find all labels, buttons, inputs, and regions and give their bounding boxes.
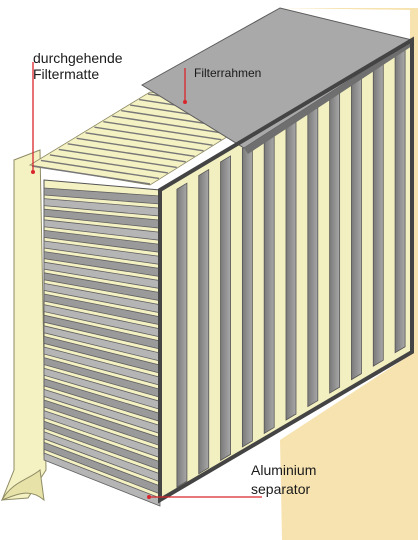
pleat-line — [103, 121, 222, 141]
pleat-line — [76, 137, 195, 157]
pointer-filtermatte-dot — [31, 170, 35, 174]
separator-column — [176, 182, 188, 488]
filter-mat-curl — [0, 469, 45, 502]
separator-column — [329, 87, 341, 394]
frame-border — [158, 36, 414, 504]
pleat-line — [112, 115, 231, 135]
pleat-line — [94, 126, 213, 146]
separator-column — [198, 168, 210, 475]
separator-columns — [176, 46, 406, 488]
pleat-line — [49, 154, 168, 174]
pleat-line — [58, 148, 177, 169]
pleat-line — [67, 143, 186, 163]
separator-column — [307, 100, 319, 408]
label-separator-line2: separator — [251, 481, 311, 497]
pleat-line — [31, 165, 151, 185]
pointer-separator-dot — [147, 495, 151, 499]
label-filterrahmen: Filterrahmen — [194, 66, 262, 80]
separator-column — [263, 127, 275, 435]
label-filtermatte-line1: durchgehende — [33, 50, 123, 66]
separator-fold — [43, 452, 161, 507]
separator-column — [351, 73, 362, 381]
label-durchgehende-filtermatte: durchgehende Filtermatte — [33, 50, 123, 82]
separator-column — [220, 155, 231, 462]
pleat-line — [85, 132, 204, 152]
label-aluminium-separator: Aluminium separator — [251, 461, 316, 499]
separator-column — [285, 114, 297, 421]
separator-column — [372, 59, 384, 367]
aluminium-separators — [43, 187, 161, 507]
pointer-filterrahmen-dot — [183, 100, 187, 104]
label-separator-line1: Aluminium — [251, 462, 317, 478]
filter-mat — [1, 149, 47, 501]
label-filtermatte-line2: Filtermatte — [33, 66, 100, 82]
background-panel — [280, 8, 418, 540]
separator-column — [394, 46, 406, 354]
filter-frame-edge — [244, 40, 412, 154]
pleat-line — [40, 159, 160, 180]
separator-column — [241, 141, 253, 448]
